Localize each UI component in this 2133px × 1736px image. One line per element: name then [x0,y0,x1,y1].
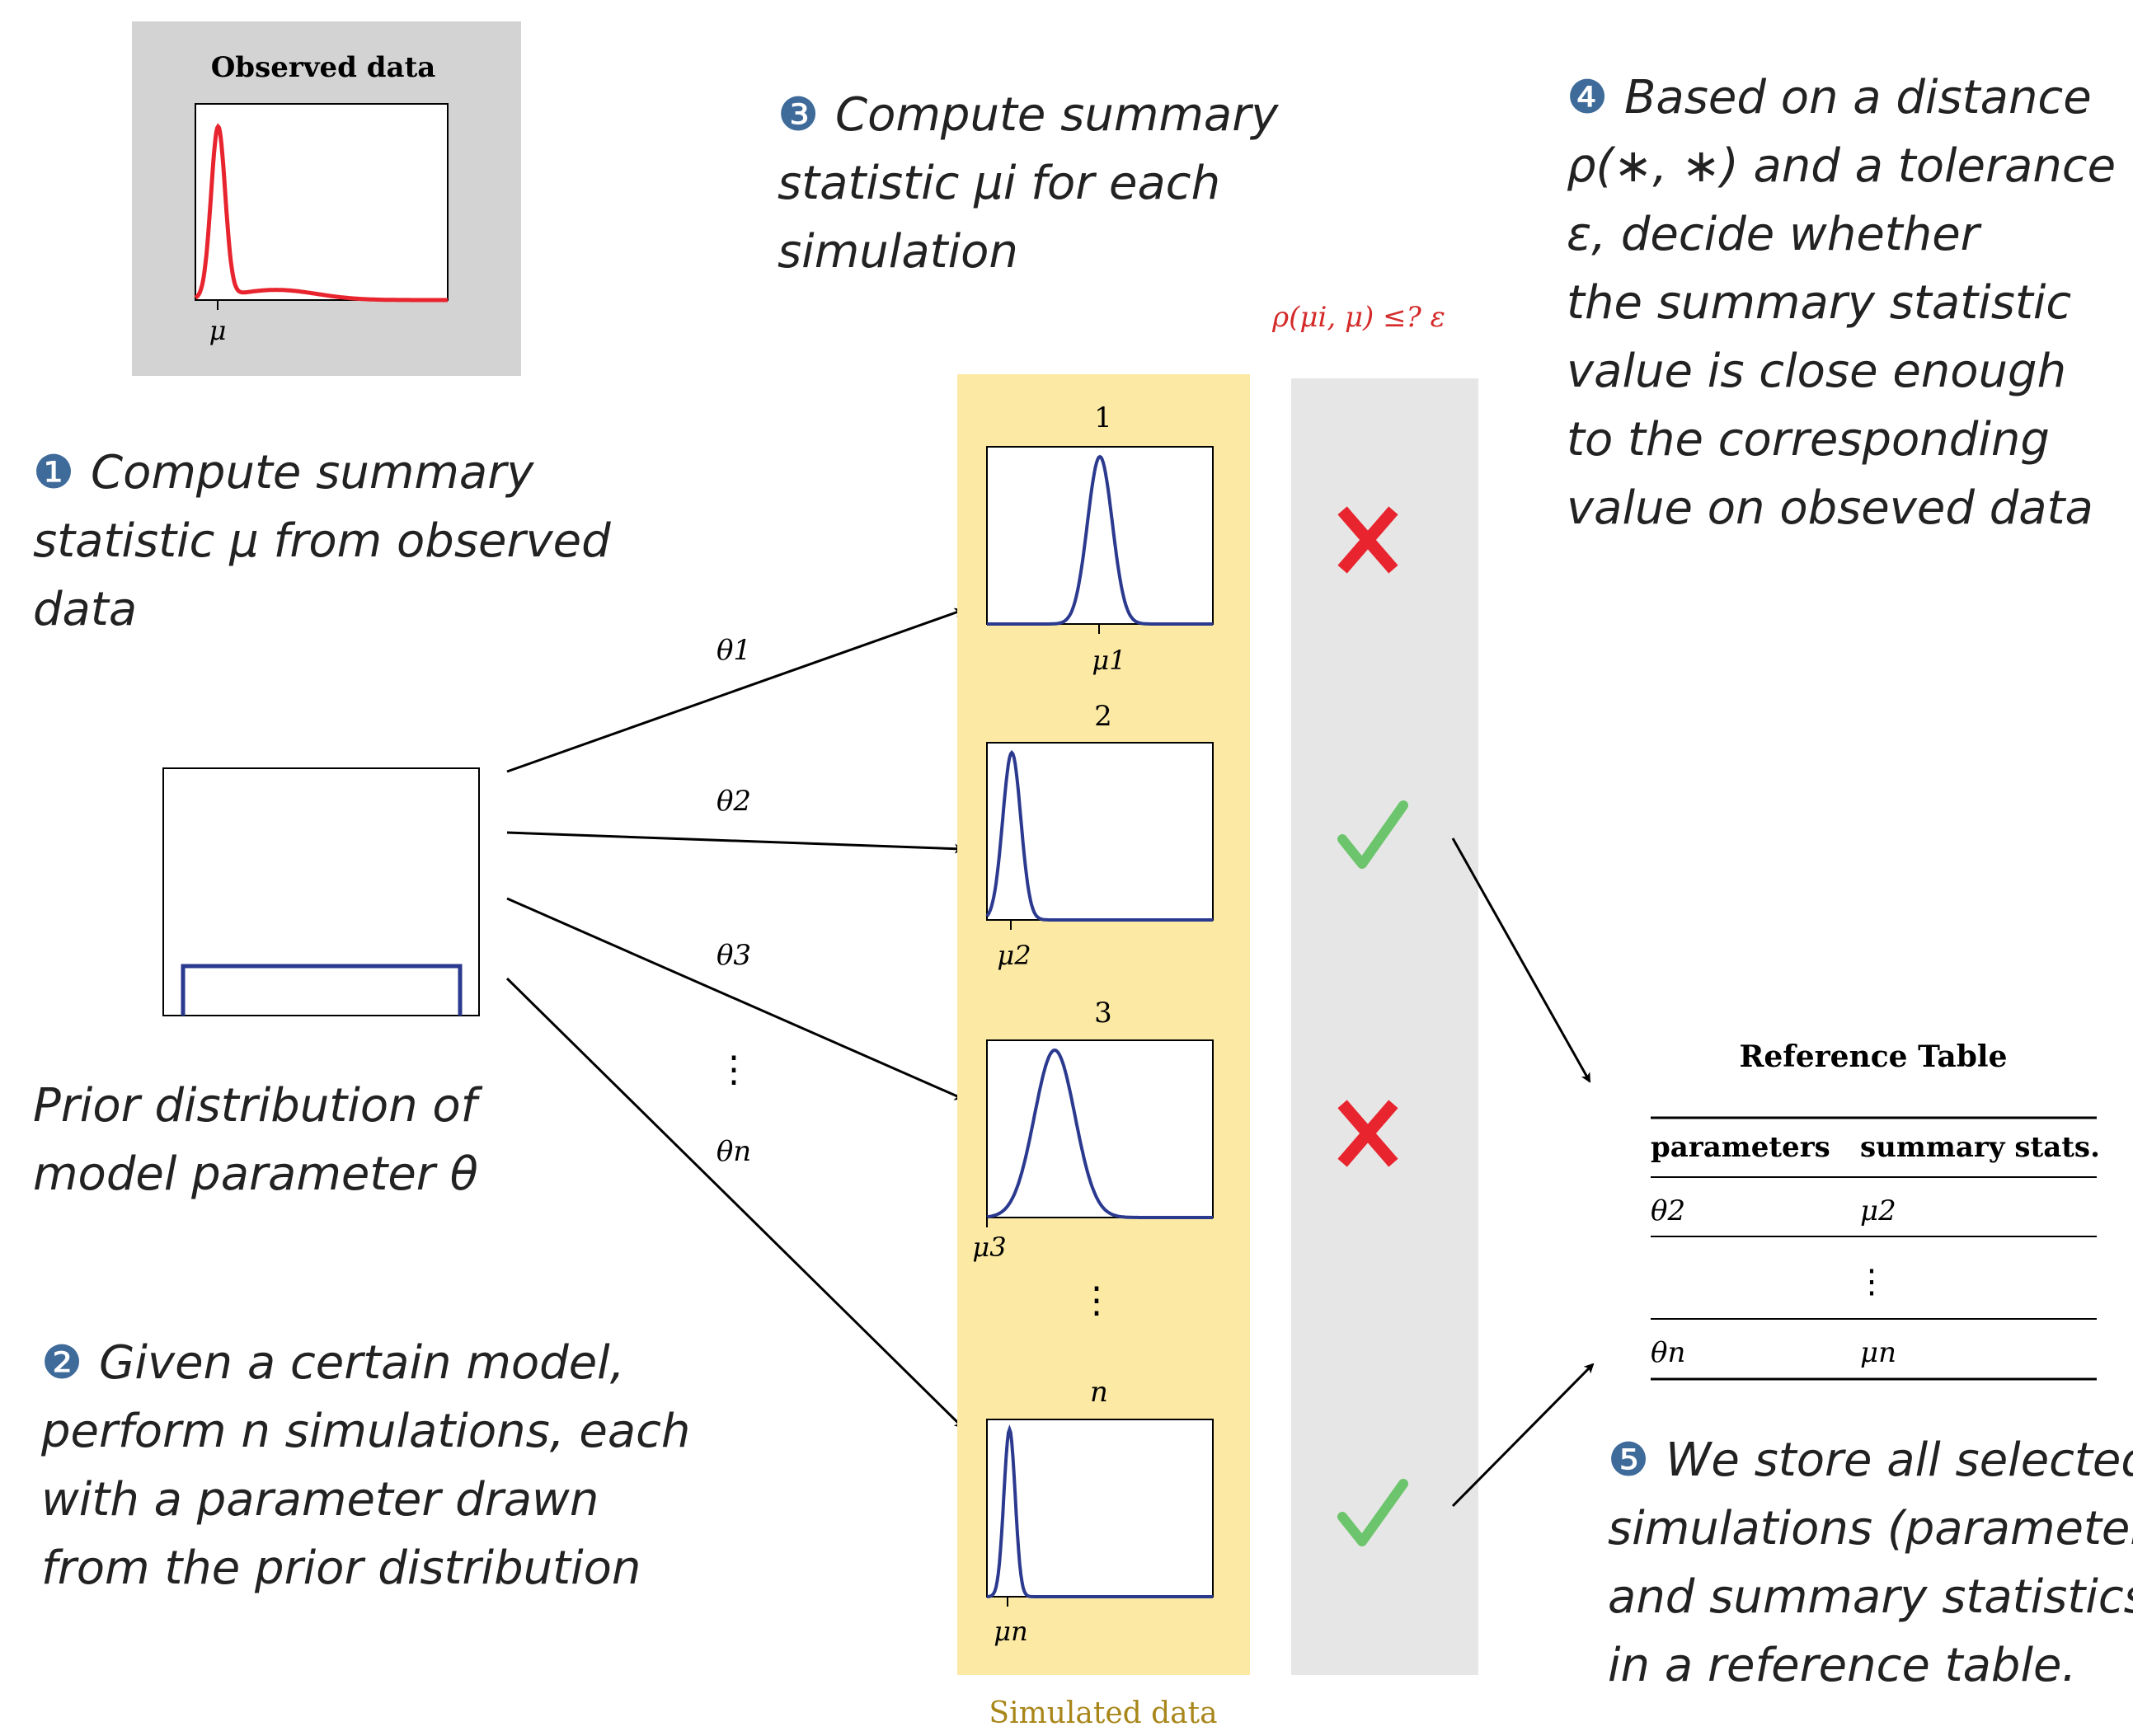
arrow-theta2 [506,831,965,854]
panel-3-curve [986,1048,1213,1219]
panel-n-frame [986,1419,1214,1598]
step1-line-3: data [33,583,137,636]
step2-line-1: Given a certain model, [99,1336,625,1390]
panel-dots: ⋮ [1078,1279,1115,1321]
step1-number: ❶ [33,446,74,500]
observed-title: Observed data [211,51,436,84]
step3-text: ❸ Compute summary statistic μi for each … [778,88,1279,279]
panel-1-curve [987,454,1213,626]
panel-1-frame [986,446,1214,625]
panel-n-tick-label: μn [994,1616,1027,1647]
table-row-2-dots: ⋮ [1855,1263,1888,1301]
check-icon [1337,800,1408,869]
simulated-data-column: 1 μ1 2 μ2 3 μ3 ⋮ n μn Simulated data [957,374,1250,1730]
panel-2-tick-label: μ2 [997,940,1031,971]
panel-3-frame [986,1039,1214,1218]
step1-text: ❶ Compute summary statistic μ from obser… [33,446,611,636]
panel-n-title: n [1090,1376,1108,1409]
prior-uniform-curve [181,964,463,1016]
step5-text: ❺ We store all selected simulations (par… [1608,1433,2133,1692]
decision-header: ρ(μi, μ) ≤? ε [1271,301,1445,334]
step4-line-7: value on obseved data [1567,481,2093,535]
step4-line-1: Based on a distance [1624,71,2092,124]
step4-line-2: ρ(∗, ∗) and a tolerance [1567,139,2116,193]
step5-line-2: simulations (parameters [1608,1502,2133,1555]
check-icon [1337,1479,1408,1546]
theta-dots: ⋮ [716,1049,752,1091]
observed-curve [194,123,448,303]
panel-3-title: 3 [1094,997,1112,1030]
prior-line-2: model parameter θ [33,1147,478,1201]
step1-line-1: Compute summary [91,446,534,500]
panel-n-curve [987,1424,1213,1598]
step5-line-4: in a reference table. [1608,1639,2076,1692]
cross-icon [1337,506,1398,574]
step4-line-3: ε, decide whether [1567,208,1982,261]
table-row-3-stat: μn [1860,1336,1896,1369]
prior-line-1: Prior distribution of [33,1079,483,1133]
table-header-parameters: parameters [1651,1131,1830,1164]
thetan-label: θn [716,1135,751,1168]
theta2-label: θ2 [716,785,751,818]
step2-line-3: with a parameter drawn [41,1473,599,1527]
observed-plot-frame [195,103,449,301]
sampling-arrows: θ1 θ2 θ3 ⋮ θn [505,608,965,1429]
step4-text: ❹ Based on a distance ρ(∗, ∗) and a tole… [1567,71,2116,535]
arrow-to-table-from-check-n [1451,1363,1595,1508]
prior-caption: Prior distribution of model parameter θ [33,1079,483,1201]
arrow-theta3 [506,897,965,1100]
prior-plot-frame [162,767,480,1016]
arrow-to-table-from-check-2 [1451,838,1591,1083]
table-row-1-param: θ2 [1651,1194,1685,1227]
table-header-summary: summary stats. [1860,1131,2100,1164]
step3-line-2: statistic μi for each [778,157,1220,210]
step2-text: ❷ Given a certain model, perform n simul… [40,1336,690,1595]
cross-icon [1337,1100,1398,1167]
decision-column: ρ(μi, μ) ≤? ε [1271,301,1478,1675]
observed-data-panel: Observed data μ [132,21,521,376]
step4-number: ❹ [1567,71,1608,124]
panel-2-frame [986,742,1214,921]
theta3-label: θ3 [716,939,751,972]
arrow-thetan [505,977,965,1429]
panel-1-title: 1 [1094,401,1112,434]
step3-line-1: Compute summary [835,88,1279,142]
step5-number: ❺ [1608,1433,1649,1487]
arrow-theta1 [506,608,965,773]
decision-background [1291,378,1478,1675]
step3-number: ❸ [778,88,819,142]
step5-line-1: We store all selected [1666,1433,2133,1487]
step2-line-2: perform n simulations, each [40,1405,690,1458]
theta1-label: θ1 [716,634,751,667]
step5-line-3: and summary statistics) [1608,1570,2133,1624]
prior-plot [162,767,480,1016]
panel-2-title: 2 [1094,700,1112,733]
step2-line-4: from the prior distribution [41,1541,641,1595]
reference-table: Reference Table parameters summary stats… [1651,1039,2100,1381]
simulated-label: Simulated data [989,1696,1217,1730]
step1-line-2: statistic μ from observed [33,514,611,568]
step4-line-6: to the corresponding [1567,413,2050,467]
table-row-1-stat: μ2 [1860,1194,1896,1227]
panel-2-curve [985,749,1213,922]
step4-line-4: the summary statistic [1567,276,2071,330]
observed-tick-label: μ [209,315,227,346]
panel-3-tick-label: μ3 [972,1232,1006,1263]
reference-table-title: Reference Table [1739,1039,2007,1074]
table-row-3-param: θn [1651,1336,1685,1369]
step3-line-3: simulation [778,225,1018,279]
panel-1-tick-label: μ1 [1092,645,1125,676]
step2-number: ❷ [41,1336,82,1390]
step4-line-5: value is close enough [1567,345,2066,398]
